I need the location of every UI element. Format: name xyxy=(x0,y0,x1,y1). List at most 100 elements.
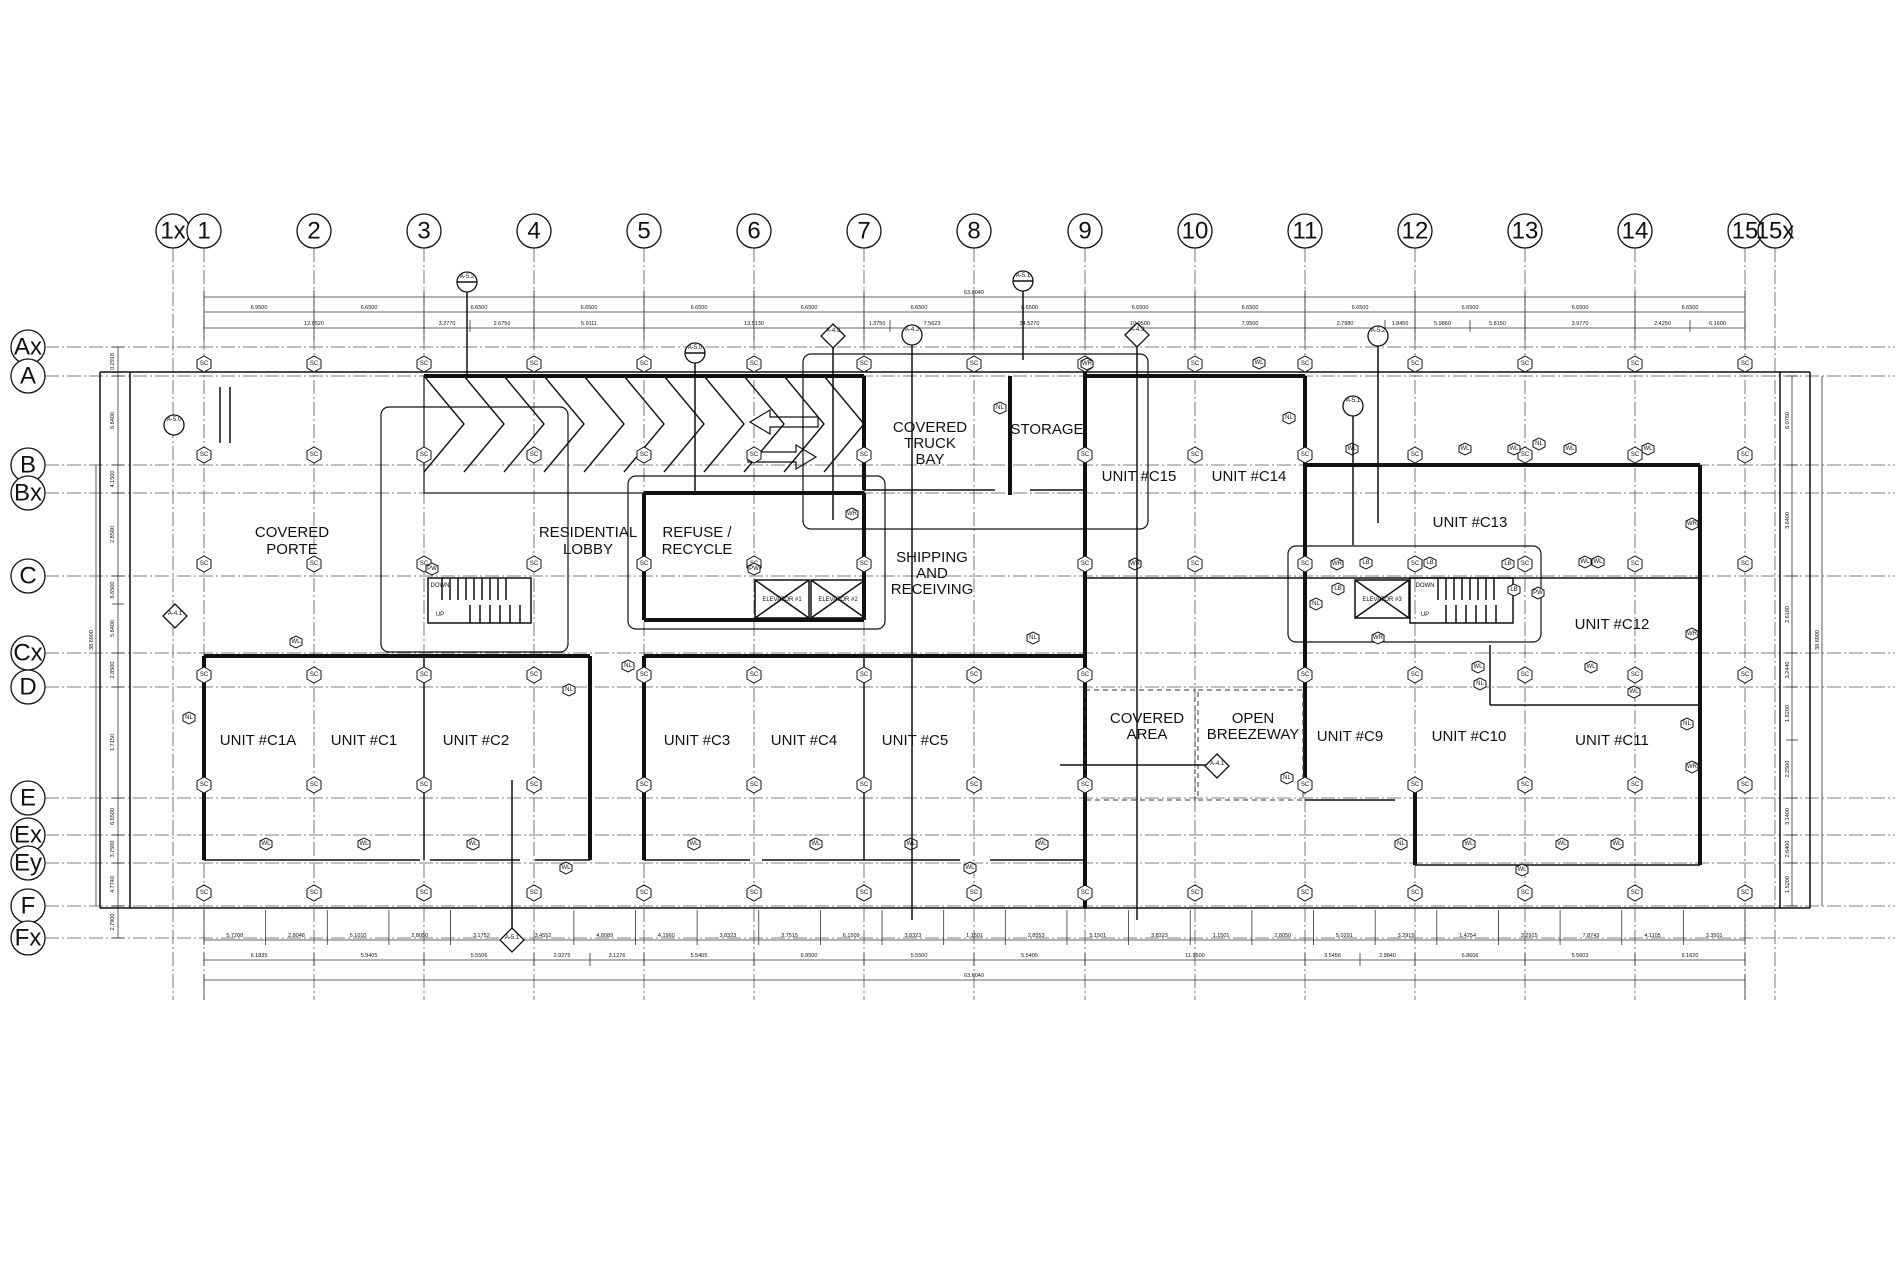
wl-tag: WL xyxy=(357,837,371,851)
row-bubble-label: Ex xyxy=(14,822,42,849)
svg-text:NL: NL xyxy=(1029,635,1037,641)
room-shipping-receiving-line1: SHIPPING xyxy=(896,549,968,566)
room-unit-c3: UNIT #C3 xyxy=(664,732,730,749)
dim-left: 5.6400 xyxy=(110,620,116,637)
svg-text:LB: LB xyxy=(1362,560,1369,566)
svg-text:WL: WL xyxy=(1474,664,1484,670)
column-bubble-label: 8 xyxy=(967,218,980,245)
sc-tag: SC xyxy=(636,355,652,373)
dim-bottom-row: 7.8743 xyxy=(1582,933,1599,939)
row-bubble-E: E xyxy=(10,780,46,816)
sc-tag: SC xyxy=(1297,666,1313,684)
svg-text:NL: NL xyxy=(1476,681,1484,687)
svg-text:A-5.0: A-5.0 xyxy=(167,417,182,423)
dim-bottom-row: 1.1501 xyxy=(1213,933,1230,939)
sc-tag: SC xyxy=(526,776,542,794)
elevator-labels: ELEVATOR #1 ELEVATOR #2 ELEVATOR #3 DOWN… xyxy=(431,583,1435,618)
svg-text:WL: WL xyxy=(1587,664,1597,670)
svg-text:SC: SC xyxy=(530,561,539,567)
svg-text:A-4.1: A-4.1 xyxy=(1210,761,1225,767)
svg-text:A-4.1: A-4.1 xyxy=(168,611,183,617)
svg-text:NL: NL xyxy=(1683,721,1691,727)
column-bubble-label: 7 xyxy=(857,218,870,245)
column-bubble-7: 7 xyxy=(846,213,882,249)
dim-top-row-2: 34.5270 xyxy=(1020,321,1040,327)
svg-text:SC: SC xyxy=(1631,672,1640,678)
structural-grid-lines xyxy=(45,248,1895,1000)
room-refuse-recycle-line2: RECYCLE xyxy=(662,541,733,558)
column-bubble-1x: 1x xyxy=(155,213,191,249)
dim-top-row-2: 6.1600 xyxy=(1709,321,1726,327)
wl-tag: WL xyxy=(1515,863,1529,877)
svg-text:SC: SC xyxy=(750,782,759,788)
row-bubble-label: B xyxy=(20,452,36,479)
dim-bottom-row: 5.1501 xyxy=(1089,933,1106,939)
dim-bottom-row-2: 6.9500 xyxy=(801,953,818,959)
svg-text:SC: SC xyxy=(860,452,869,458)
dim-right: 3.2440 xyxy=(1785,662,1791,679)
svg-text:SC: SC xyxy=(310,890,319,896)
svg-text:SC: SC xyxy=(1191,890,1200,896)
sc-tag: SC xyxy=(306,666,322,684)
svg-text:A-5.2: A-5.2 xyxy=(1371,328,1386,334)
sc-tag: SC xyxy=(636,666,652,684)
room-refuse-recycle-line1: REFUSE / xyxy=(662,524,732,541)
svg-text:PW: PW xyxy=(1533,590,1543,596)
fixture-tags: PW PW PW WL WL WL WL WL WL WL WL WL WL W… xyxy=(182,356,1699,877)
dim-bottom-row: 1.4254 xyxy=(1459,933,1476,939)
wl-tag: WL xyxy=(904,837,918,851)
dim-left: 6.6500 xyxy=(110,582,116,599)
column-bubble-14: 14 xyxy=(1617,213,1653,249)
dim-left: 3.7500 xyxy=(110,841,116,858)
wl-tag: WL xyxy=(259,837,273,851)
svg-text:PW: PW xyxy=(749,566,759,572)
svg-text:SC: SC xyxy=(1741,890,1750,896)
dim-bottom-row-2: 3.5456 xyxy=(1324,953,1341,959)
room-covered-porte-line2: PORTE xyxy=(266,541,317,558)
svg-text:SC: SC xyxy=(420,361,429,367)
svg-text:SC: SC xyxy=(530,782,539,788)
sc-tag: SC xyxy=(1297,555,1313,573)
wl-tag: WL xyxy=(1471,660,1485,674)
sc-tag: SC xyxy=(1737,884,1753,902)
column-bubble-label: 15 xyxy=(1732,218,1759,245)
sc-tag: SC xyxy=(636,446,652,464)
svg-text:SC: SC xyxy=(1081,452,1090,458)
sc-tag: SC xyxy=(526,666,542,684)
sc-tag: SC xyxy=(1737,555,1753,573)
svg-text:WR: WR xyxy=(1130,561,1141,567)
room-covered-truck-bay-line2: TRUCK xyxy=(904,435,956,452)
svg-text:WL: WL xyxy=(562,865,572,871)
wr-tag: WR xyxy=(1685,517,1699,531)
svg-text:SC: SC xyxy=(1301,452,1310,458)
wr-tag: WR xyxy=(1685,760,1699,774)
row-bubble-label: Cx xyxy=(13,640,42,667)
nl-tag: NL xyxy=(993,401,1007,415)
row-bubble-D: D xyxy=(10,669,46,705)
svg-text:PW: PW xyxy=(427,566,437,572)
room-unit-c1: UNIT #C1 xyxy=(331,732,397,749)
dim-top-row: 6.6500 xyxy=(1021,305,1038,311)
column-bubble-label: 4 xyxy=(527,218,540,245)
dim-bottom-row-2: 5.5500 xyxy=(911,953,928,959)
wl-tag: WL xyxy=(466,837,480,851)
svg-text:WL: WL xyxy=(1613,841,1623,847)
row-bubble-Ey: Ey xyxy=(10,845,46,881)
row-bubble-Cx: Cx xyxy=(10,635,46,671)
wl-tag: WL xyxy=(1507,442,1521,456)
sc-tag: SC xyxy=(1407,555,1423,573)
svg-text:SC: SC xyxy=(640,452,649,458)
svg-text:SC: SC xyxy=(1631,890,1640,896)
svg-text:WL: WL xyxy=(1510,446,1520,452)
dim-bottom-row: 2.8050 xyxy=(411,933,428,939)
nl-tag: NL xyxy=(621,659,635,673)
svg-text:WL: WL xyxy=(1461,446,1471,452)
sc-tag: SC xyxy=(196,555,212,573)
dim-top-row-2: 5.9860 xyxy=(1434,321,1451,327)
sc-tag: SC xyxy=(526,555,542,573)
column-bubble-label: 14 xyxy=(1622,218,1649,245)
dim-top-row-2: 13.5130 xyxy=(744,321,764,327)
svg-text:SC: SC xyxy=(310,561,319,567)
dim-bottom-row-2: 5.5603 xyxy=(1572,953,1589,959)
